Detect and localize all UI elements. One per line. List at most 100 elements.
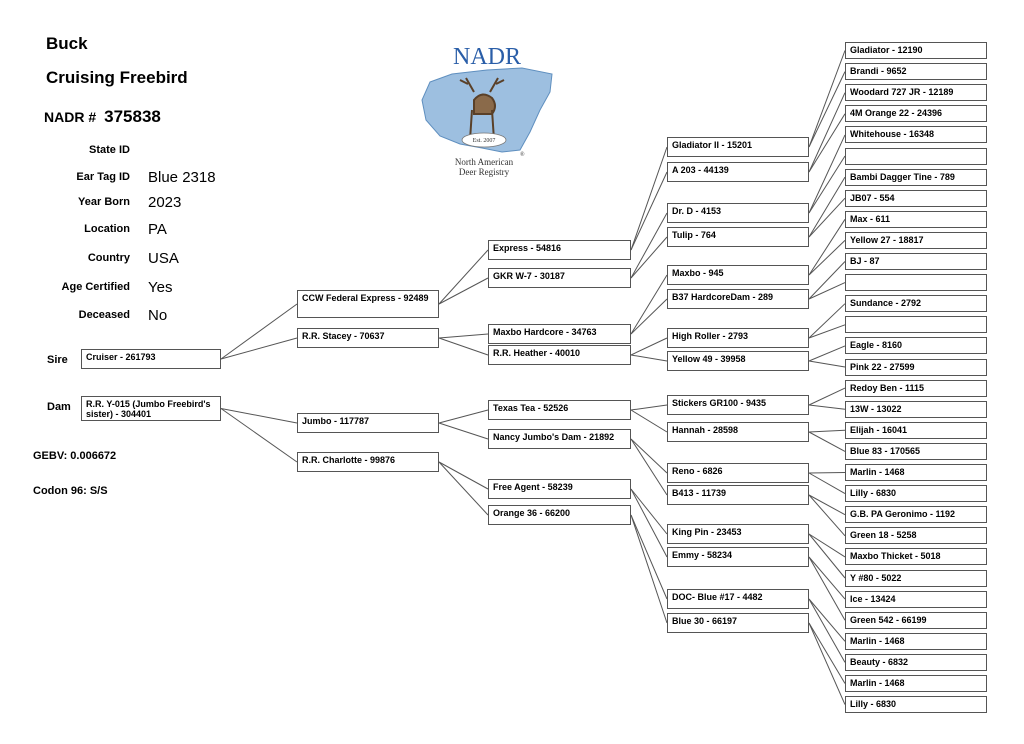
connector-line [438,337,489,356]
ancestor-g5-15: Eagle - 8160 [845,337,987,355]
connector-line [630,354,668,362]
ancestor-g4-7: High Roller - 2793 [667,328,809,348]
ancestor-g3-5: Texas Tea - 52526 [488,400,631,420]
connector-line [438,249,489,305]
ancestor-g5-17: Redoy Ben - 1115 [845,379,987,397]
connector-line [220,408,298,463]
ancestor-g4-3: Dr. D - 4153 [667,203,809,223]
connector-line [438,409,489,424]
year-born-value: 2023 [148,194,182,211]
connector-line [438,461,489,490]
ancestor-g3-4: R.R. Heather - 40010 [488,345,631,365]
ancestor-g5-32: Lilly - 6830 [845,696,987,714]
ancestor-g5-16: Pink 22 - 27599 [845,358,987,376]
logo-line2: Deer Registry [459,167,510,177]
age-certified-label: Age Certified [61,281,130,293]
ancestor-g5-24: Green 18 - 5258 [845,527,987,545]
connector-line [220,337,298,360]
connector-line [808,533,846,558]
ancestor-g3-2: GKR W-7 - 30187 [488,268,631,288]
ancestor-g5-19: Elijah - 16041 [845,421,987,439]
connector-line [220,408,298,424]
ancestor-g5-27: Ice - 13424 [845,590,987,608]
ear-tag-value: Blue 2318 [148,169,216,186]
logo-line1: North American [455,157,514,167]
connector-line [630,171,668,251]
ancestor-g5-23: G.B. PA Geronimo - 1192 [845,506,987,524]
ancestor-g3-7: Free Agent - 58239 [488,479,631,499]
ancestor-g5-13: Sundance - 2792 [845,295,987,313]
logo-mark: ® [520,151,525,158]
ancestor-g5-14 [845,316,987,334]
ancestor-g4-5: Maxbo - 945 [667,265,809,285]
connector-line [808,176,846,238]
ancestor-g1-1: Cruiser - 261793 [81,349,221,369]
connector-line [438,277,489,305]
connector-line [630,488,668,558]
ancestor-g4-13: King Pin - 23453 [667,524,809,544]
connector-line [808,360,846,368]
ancestor-g4-14: Emmy - 58234 [667,547,809,567]
connector-line [630,236,668,279]
connector-line [808,92,846,173]
ancestor-g4-1: Gladiator II - 15201 [667,137,809,157]
logo-est: Est. 2007 [473,138,496,144]
connector-line [808,197,846,238]
country-value: USA [148,250,179,267]
codon-value: Codon 96: S/S [33,485,108,497]
ancestor-g4-9: Stickers GR100 - 9435 [667,395,809,415]
connector-line [630,514,668,600]
connector-line [808,113,846,173]
ancestor-g5-1: Gladiator - 12190 [845,42,987,59]
ancestor-g5-7: Bambi Dagger Tine - 789 [845,168,987,186]
ancestor-g4-6: B37 HardcoreDam - 289 [667,289,809,309]
connector-line [630,337,668,356]
connector-line [808,598,846,663]
connector-line [808,556,846,600]
connector-line [808,282,846,300]
ancestor-g4-10: Hannah - 28598 [667,422,809,442]
connector-line [808,404,846,410]
ancestor-g2-1: CCW Federal Express - 92489 [297,290,439,318]
ear-tag-label: Ear Tag ID [76,171,130,183]
ancestor-g5-26: Y #80 - 5022 [845,569,987,587]
registration-value: 375838 [104,107,161,126]
location-value: PA [148,221,167,238]
nadr-logo: NADR Est. 2007 ® North American Deer Reg… [412,40,562,180]
ancestor-g4-16: Blue 30 - 66197 [667,613,809,633]
connector-line [808,494,846,516]
connector-line [630,409,668,433]
state-id-label: State ID [89,144,130,156]
antler-icon [459,77,505,93]
connector-line [808,622,846,705]
ancestor-g5-25: Maxbo Thicket - 5018 [845,548,987,566]
location-label: Location [84,223,130,235]
animal-type: Buck [46,34,88,53]
ancestor-g5-5: Whitehouse - 16348 [845,126,987,144]
year-born-label: Year Born [78,196,130,208]
registration-number: NADR #375838 [44,107,161,127]
connector-line [630,212,668,279]
ancestor-g5-30: Beauty - 6832 [845,653,987,671]
connector-line [808,345,846,362]
connector-line [808,387,846,406]
ancestor-g5-2: Brandi - 9652 [845,63,987,81]
ancestor-g4-4: Tulip - 764 [667,227,809,247]
dam-label: Dam [47,401,71,413]
ancestor-g5-6 [845,147,987,165]
connector-line [630,438,668,474]
ancestor-g5-28: Green 542 - 66199 [845,611,987,629]
connector-line [630,404,668,411]
ancestor-g2-3: Jumbo - 117787 [297,413,439,433]
ancestor-g5-11: BJ - 87 [845,253,987,270]
ancestor-g4-11: Reno - 6826 [667,463,809,483]
animal-name: Cruising Freebird [46,68,188,87]
ancestor-g5-3: Woodard 727 JR - 12189 [845,84,987,102]
connector-line [808,494,846,537]
ancestor-g5-8: JB07 - 554 [845,189,987,207]
logo-title: NADR [453,44,521,70]
connector-line [438,422,489,440]
ancestor-g4-2: A 203 - 44139 [667,162,809,182]
ancestor-g5-31: Marlin - 1468 [845,675,987,692]
